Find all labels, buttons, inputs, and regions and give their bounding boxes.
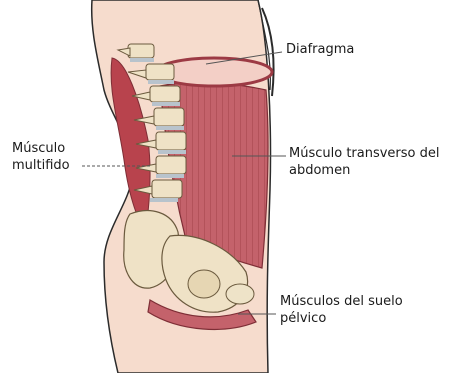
label-transverso-line1: Músculo transverso del — [289, 145, 440, 162]
hip-socket — [188, 270, 220, 298]
label-diafragma: Diafragma — [286, 41, 354, 58]
label-suelo-line1: Músculos del suelo — [280, 293, 403, 310]
label-suelo-pelvico: Músculos del suelo pélvico — [280, 293, 403, 327]
label-diafragma-text: Diafragma — [286, 42, 354, 57]
pubic-symphysis — [226, 284, 254, 304]
label-transverso: Músculo transverso del abdomen — [289, 145, 440, 179]
label-multifido-line1: Músculo — [12, 140, 70, 157]
label-suelo-line2: pélvico — [280, 310, 403, 327]
label-multifido-line2: multifido — [12, 157, 70, 174]
label-multifido: Músculo multifido — [12, 140, 70, 174]
label-transverso-line2: abdomen — [289, 162, 440, 179]
